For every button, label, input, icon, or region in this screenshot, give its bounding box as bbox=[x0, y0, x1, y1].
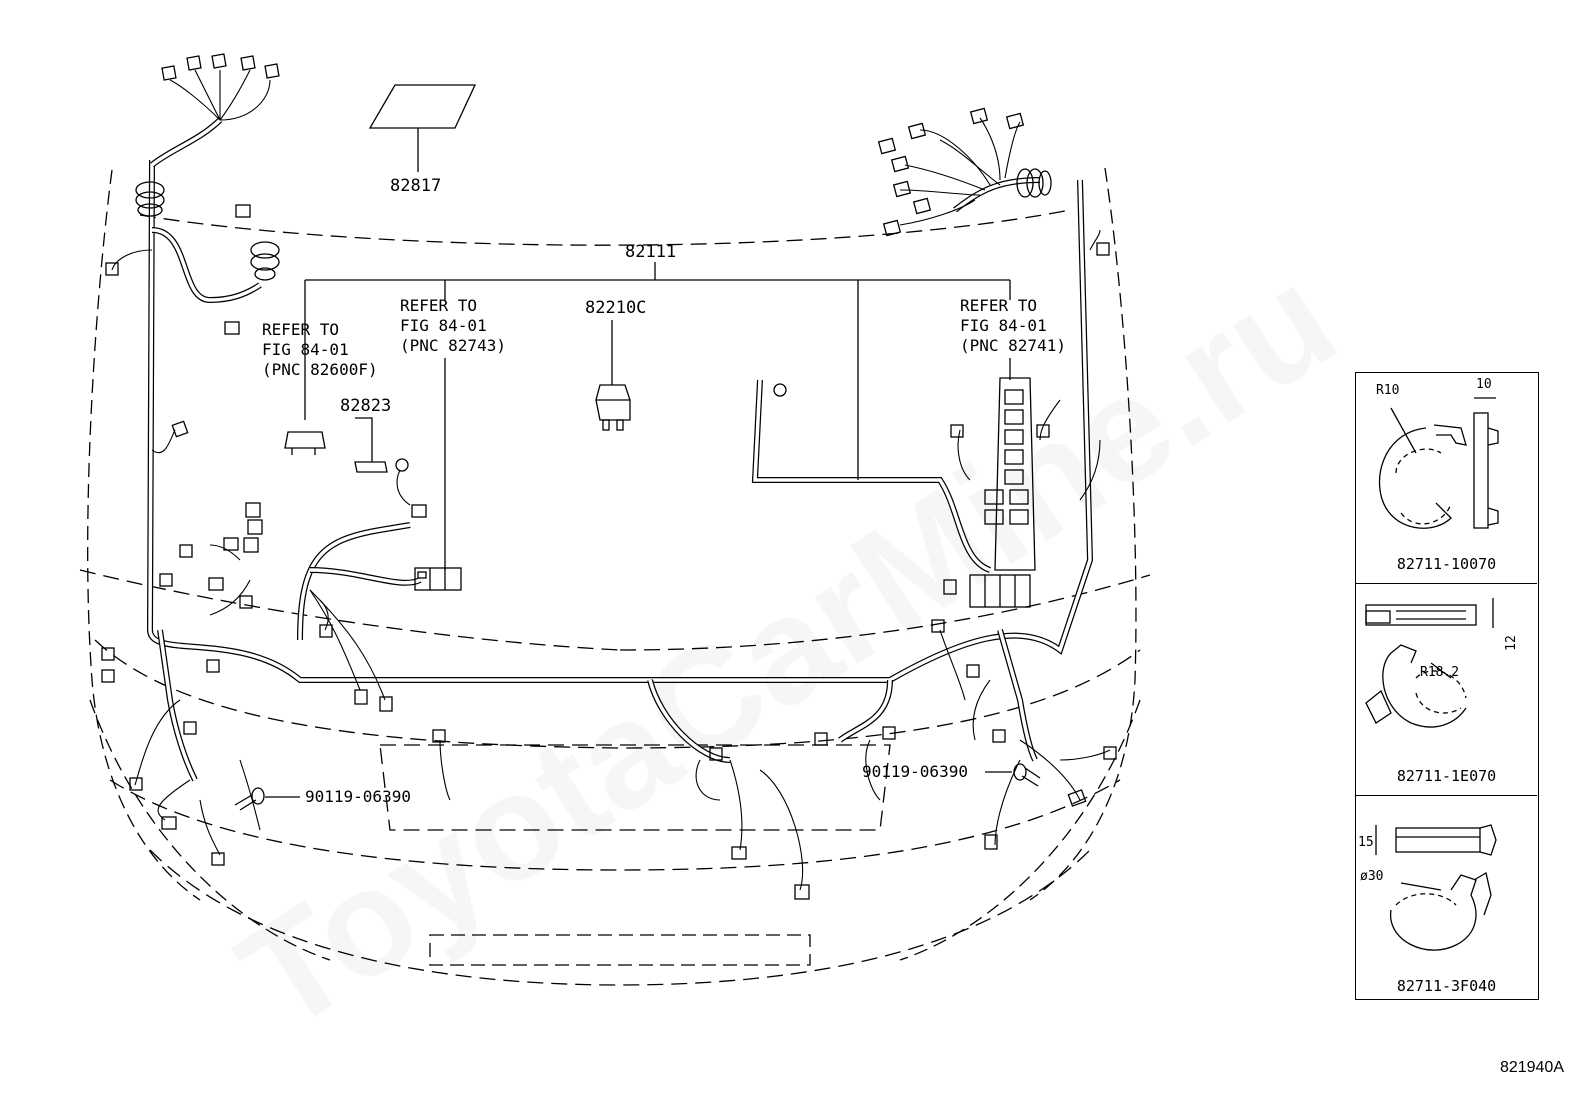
ground-terminal-center bbox=[773, 383, 787, 397]
clamp-cell-3: 15 ø30 82711-3F040 bbox=[1356, 795, 1537, 1001]
bumper-lower bbox=[109, 779, 1121, 871]
wire-connectors bbox=[101, 53, 1117, 900]
clamp-part-label-1: 82711-10070 bbox=[1396, 555, 1497, 573]
grommet-hook bbox=[250, 241, 280, 281]
grille-opening bbox=[379, 744, 891, 831]
refer-line3: (PNC 82741) bbox=[960, 336, 1066, 355]
left-hook-branch bbox=[151, 227, 262, 304]
upper-right-branch bbox=[953, 177, 1041, 213]
label-sheet-82817 bbox=[368, 84, 477, 129]
refer-line2: FIG 84-01 bbox=[960, 316, 1047, 335]
leader-82823 bbox=[355, 417, 373, 462]
fender-line-left bbox=[79, 569, 621, 651]
junction-block-82741 bbox=[969, 377, 1036, 608]
part-label-82210c: 82210C bbox=[585, 298, 647, 318]
refer-line3: (PNC 82600F) bbox=[262, 360, 378, 379]
clamp-dim-10: 10 bbox=[1476, 377, 1492, 392]
refer-line1: REFER TO bbox=[960, 296, 1038, 315]
bracket-82111 bbox=[304, 262, 1011, 480]
part-label-bolt-left: 90119-06390 bbox=[305, 787, 411, 806]
clamp-dim-r18: R18.2 bbox=[1420, 665, 1460, 680]
cowl-line bbox=[139, 209, 1071, 246]
grommet-left bbox=[135, 181, 165, 217]
refer-line2: FIG 84-01 bbox=[262, 340, 349, 359]
clamp-dim-15: 15 bbox=[1358, 835, 1374, 850]
clamp-part-label-2: 82711-1E070 bbox=[1396, 767, 1497, 785]
upper-left-branch bbox=[150, 117, 223, 168]
refer-callout-82743: REFER TO FIG 84-01 (PNC 82743) bbox=[400, 296, 506, 356]
bolt-right-90119 bbox=[1013, 763, 1041, 787]
fender-line-right bbox=[619, 574, 1151, 651]
part-label-82817: 82817 bbox=[390, 176, 442, 196]
refer-callout-82600f: REFER TO FIG 84-01 (PNC 82600F) bbox=[262, 320, 378, 380]
connector-82600f bbox=[284, 431, 326, 455]
body-outline-left bbox=[87, 169, 201, 901]
clip-82823 bbox=[354, 461, 388, 473]
refer-callout-82741: REFER TO FIG 84-01 (PNC 82741) bbox=[960, 296, 1066, 356]
license-plate-area bbox=[429, 934, 811, 966]
clamp-drawing-1 bbox=[1378, 397, 1499, 529]
clamp-dim-d30: ø30 bbox=[1360, 869, 1384, 884]
grommet-right bbox=[1016, 168, 1052, 198]
relay-82210c bbox=[595, 384, 631, 431]
figure-code: 821940A bbox=[1499, 1059, 1564, 1076]
clamp-dim-12: 12 bbox=[1503, 635, 1519, 651]
refer-line3: (PNC 82743) bbox=[400, 336, 506, 355]
body-outline-right bbox=[1029, 167, 1137, 901]
connector-82743 bbox=[414, 567, 462, 591]
bumper-edge-right bbox=[899, 699, 1141, 961]
center-branch bbox=[751, 379, 992, 573]
clamp-panel: R10 10 82711-10070 12 R18.2 82711-1E070 bbox=[1355, 372, 1539, 1000]
left-engine-branch bbox=[297, 522, 422, 641]
thin-wires bbox=[111, 69, 1111, 891]
ground-terminal bbox=[395, 458, 409, 472]
clamp-cell-1: R10 10 82711-10070 bbox=[1356, 373, 1537, 584]
lower-left-branch bbox=[157, 629, 198, 782]
clamp-drawing-2 bbox=[1365, 598, 1494, 728]
part-label-bolt-right: 90119-06390 bbox=[862, 762, 968, 781]
clamp-cell-2: 12 R18.2 82711-1E070 bbox=[1356, 583, 1537, 796]
part-label-82111: 82111 bbox=[625, 242, 677, 262]
lower-right-branch bbox=[997, 629, 1038, 762]
clamp-drawing-3 bbox=[1375, 824, 1497, 951]
center-bottom-branch bbox=[647, 679, 893, 763]
refer-line1: REFER TO bbox=[400, 296, 478, 315]
bumper-edge-left bbox=[89, 699, 331, 961]
refer-line1: REFER TO bbox=[262, 320, 340, 339]
bolt-left-90119 bbox=[234, 787, 265, 811]
part-label-82823: 82823 bbox=[340, 396, 392, 416]
refer-line2: FIG 84-01 bbox=[400, 316, 487, 335]
clamp-dim-r10: R10 bbox=[1376, 383, 1400, 398]
clamp-part-label-3: 82711-3F040 bbox=[1396, 977, 1497, 995]
